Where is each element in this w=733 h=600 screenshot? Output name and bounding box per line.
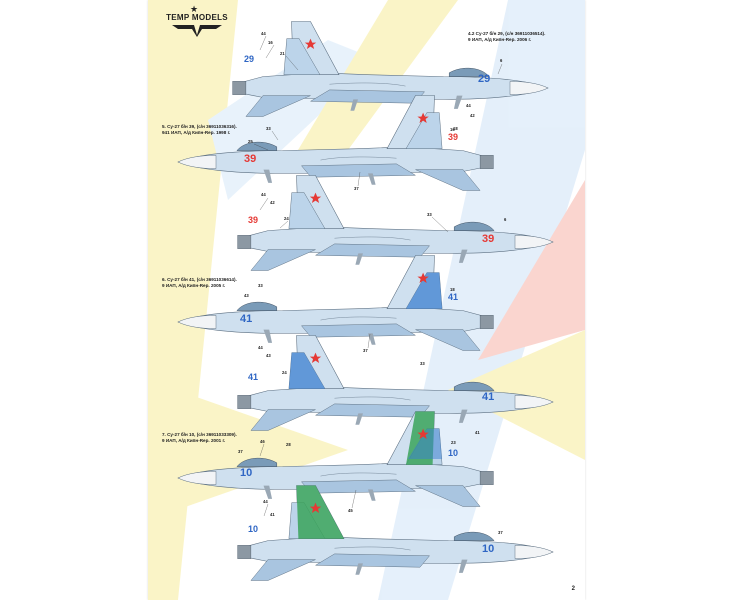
callout: 37 xyxy=(498,530,503,535)
aircraft-profile-5 xyxy=(237,335,554,431)
aircraft-profiles-artwork: 29 29 39 39 39 39 41 41 41 41 xyxy=(148,0,585,600)
profile-caption-1: 4.2 Су-27 б/н 29, (с/н 36911036514). 9 И… xyxy=(468,31,546,42)
temp-models-logo: ★ TEMP MODELS xyxy=(162,4,232,40)
callout: 24 xyxy=(284,216,289,221)
callout: 25 xyxy=(248,139,253,144)
callout: 45 xyxy=(348,508,353,513)
logo-wing-mark xyxy=(172,25,222,37)
callout-numbers: 44 16 21 6 44 18 25 33 42 16 37 44 42 24… xyxy=(238,31,507,535)
callout: 28 xyxy=(286,442,291,447)
bort-number-3-nose: 39 xyxy=(482,233,494,245)
bort-number-5-nose: 41 xyxy=(482,391,494,403)
callout: 33 xyxy=(427,212,432,217)
bort-number-7-tail: 10 xyxy=(248,524,258,534)
callout: 33 xyxy=(266,126,271,131)
callout: 6 xyxy=(504,217,507,222)
callout: 23 xyxy=(451,440,456,445)
callout: 44 xyxy=(258,345,263,350)
callout: 41 xyxy=(270,512,275,517)
callout: 43 xyxy=(266,353,271,358)
bort-number-2-nose: 39 xyxy=(244,153,256,165)
bort-number-4-nose: 41 xyxy=(240,313,252,325)
callout: 42 xyxy=(470,113,475,118)
aircraft-profile-6 xyxy=(177,411,494,507)
callout: 46 xyxy=(260,439,265,444)
callout: 44 xyxy=(261,192,266,197)
profile-caption-6: 7. Су-27 б/н 10, (с/н 36911033309). 9 ИА… xyxy=(162,432,237,443)
bort-number-2-tail: 39 xyxy=(448,132,458,142)
bort-number-3-tail: 39 xyxy=(248,215,258,225)
bort-number-5-tail: 41 xyxy=(248,372,258,382)
bort-number-6-nose: 10 xyxy=(240,467,252,479)
aircraft-profile-4 xyxy=(177,255,494,351)
bort-number-4-tail: 41 xyxy=(448,292,458,302)
callout: 18 xyxy=(450,287,455,292)
star-icon: ★ xyxy=(190,4,199,14)
brand-name: TEMP MODELS xyxy=(166,13,228,22)
callout: 24 xyxy=(282,370,287,375)
callout: 42 xyxy=(270,200,275,205)
aircraft-profile-1 xyxy=(232,21,549,117)
bort-number-1-tail: 29 xyxy=(244,54,254,64)
callout: 44 xyxy=(261,31,266,36)
callout: 21 xyxy=(280,51,285,56)
callout: 37 xyxy=(363,348,368,353)
callout: 41 xyxy=(475,430,480,435)
callout: 33 xyxy=(258,283,263,288)
callout: 18 xyxy=(453,126,458,131)
callout: 16 xyxy=(268,40,273,45)
page-number: 2 xyxy=(571,586,575,592)
aircraft-profile-3 xyxy=(237,175,554,271)
callout: 37 xyxy=(354,186,359,191)
callout-leader-lines xyxy=(253,35,503,517)
callout: 33 xyxy=(420,361,425,366)
profile-caption-2: 5. Су-27 б/н 39, (с/н 36911036316). 941 … xyxy=(162,124,237,135)
bort-number-1-nose: 29 xyxy=(478,73,490,85)
callout: 37 xyxy=(238,449,243,454)
profile-caption-4: 6. Су-27 б/н 41, (с/н 36911036614). 9 ИА… xyxy=(162,277,237,288)
aircraft-profile-7 xyxy=(237,485,554,581)
aircraft-profile-2 xyxy=(177,95,494,191)
callout: 44 xyxy=(466,103,471,108)
instruction-sheet-page: 29 29 39 39 39 39 41 41 41 41 xyxy=(148,0,585,600)
callout: 43 xyxy=(244,293,249,298)
callout: 6 xyxy=(500,58,503,63)
callout: 16 xyxy=(450,127,455,132)
bort-number-6-tail: 10 xyxy=(448,448,458,458)
bort-number-7-nose: 10 xyxy=(482,543,494,555)
callout: 44 xyxy=(263,499,268,504)
